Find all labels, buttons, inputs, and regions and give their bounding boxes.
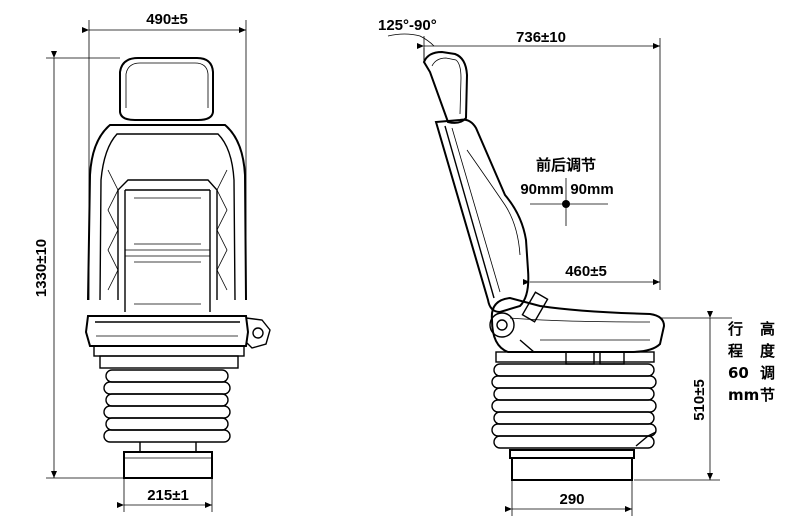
seat-height-dimension: 510±5: [691, 379, 708, 421]
recline-angle-dimension: 125°-90°: [378, 17, 437, 34]
front-width-dimension: 490±5: [146, 11, 188, 28]
front-base-dimension: 215±1: [147, 487, 189, 504]
cushion-depth-dimension: 460±5: [565, 263, 607, 280]
slide-right-value: 90mm: [570, 181, 613, 198]
slide-adjust-label: 前后调节: [536, 156, 596, 174]
slide-left-value: 90mm: [520, 181, 563, 198]
front-height-dimension: 1330±10: [33, 239, 50, 297]
depth-dimension: 736±10: [516, 29, 566, 46]
side-dimensions: 125°-90° 736±10 前后调节 90mm 90mm 460±5 510…: [378, 17, 776, 516]
front-dimensions: 490±5 1330±10 215±1: [33, 11, 247, 512]
height-adjust-label: 高度调节: [760, 320, 776, 404]
side-view: [422, 50, 666, 481]
side-base-dimension: 290: [559, 491, 584, 508]
front-view: [84, 57, 271, 479]
